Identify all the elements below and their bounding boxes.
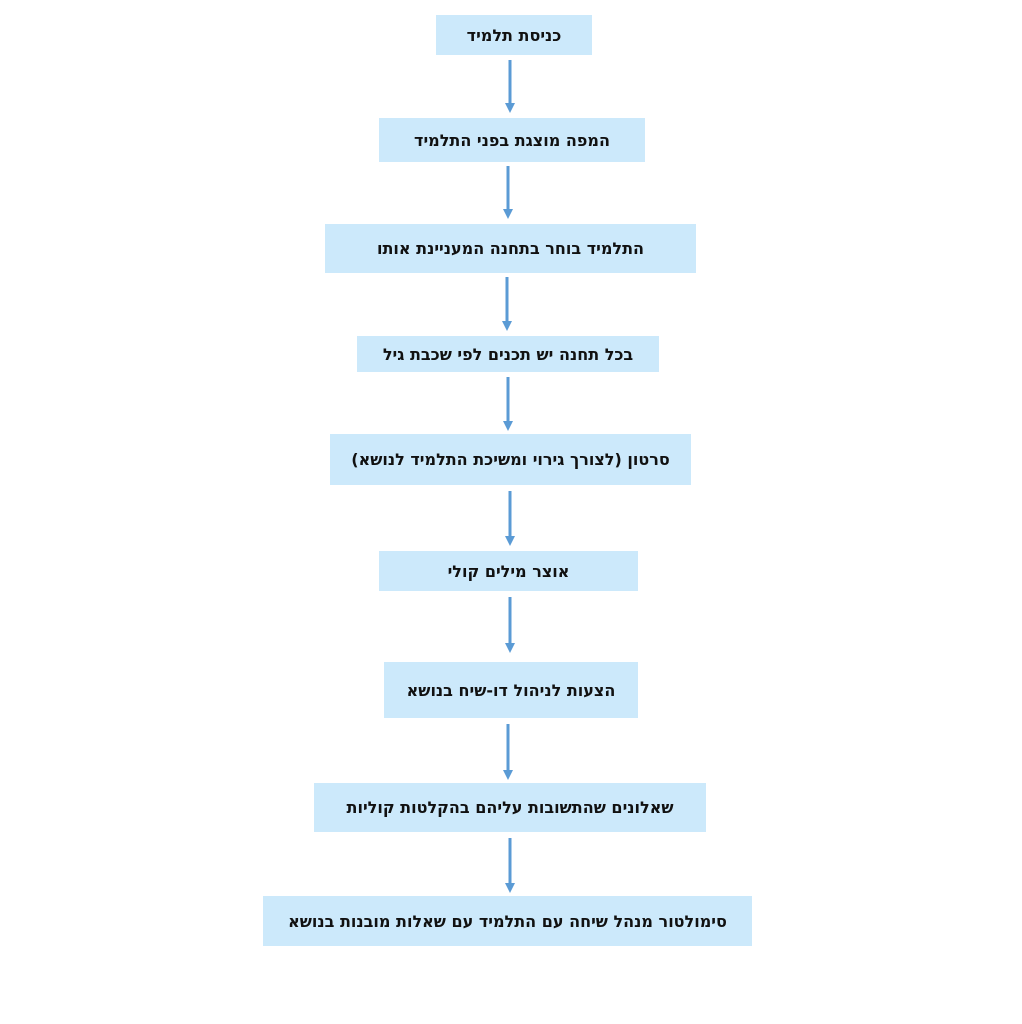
step-student-chooses-station: התלמיד בוחר בתחנה המעניינת אותו [325, 224, 696, 273]
step-audio-vocabulary: אוצר מילים קולי [379, 551, 638, 591]
step-video: סרטון (לצורך גירוי ומשיכת התלמיד לנושא) [330, 434, 691, 485]
step-map-displayed: המפה מוצגת בפני התלמיד [379, 118, 645, 162]
step-conversation-simulator: סימולטור מנהל שיחה עם התלמיד עם שאלות מו… [263, 896, 752, 946]
step-student-entry: כניסת תלמיד [436, 15, 592, 55]
step-voice-questionnaires: שאלונים שהתשובות עליהם בהקלטות קוליות [314, 783, 706, 832]
step-content-by-age-group: בכל תחנה יש תכנים לפי שכבת גיל [357, 336, 659, 372]
step-dialogue-suggestions: הצעות לניהול דו-שיח בנושא [384, 662, 638, 718]
